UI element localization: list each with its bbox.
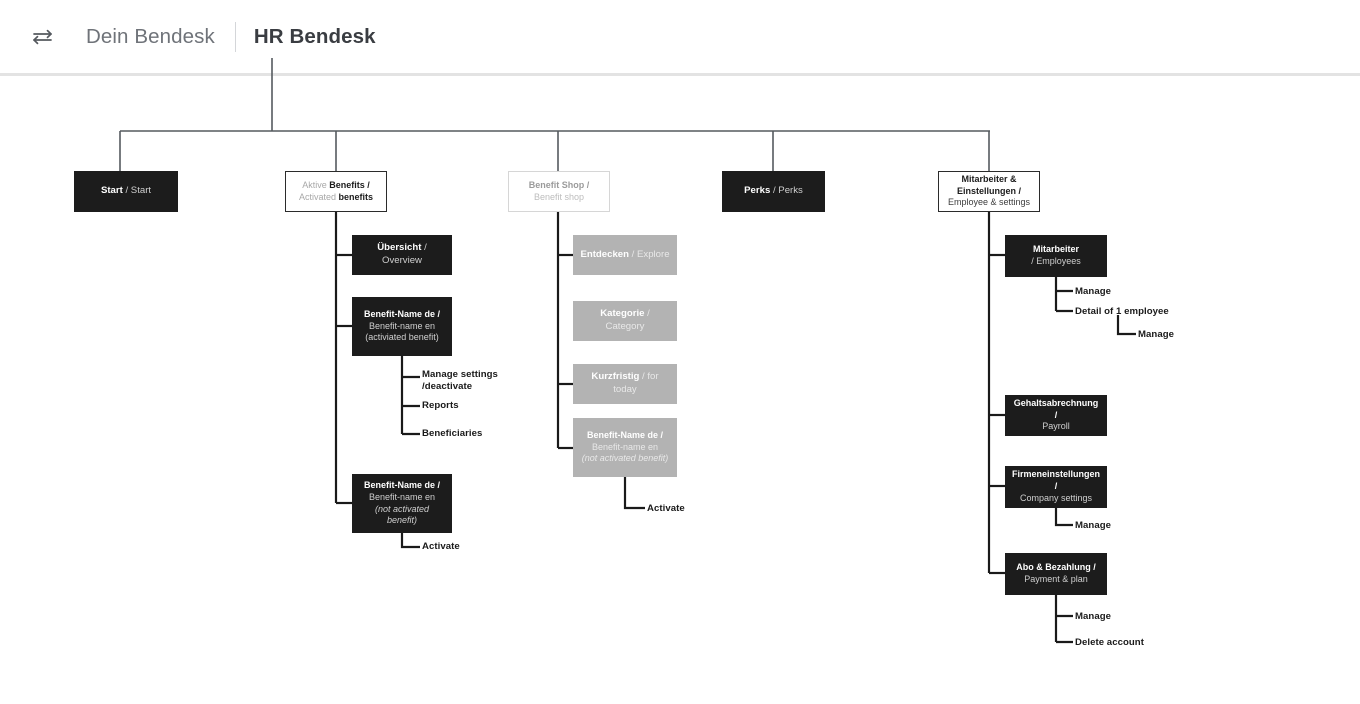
node-start-main: Start [100,185,123,197]
node-shop-benefit-not-activated[interactable]: Benefit-Name de / Benefit-name en (not a… [573,418,677,477]
node-mitarbeiter-line1: Mitarbeiter [1032,244,1079,255]
node-abo-bezahlung-line2: Payment & plan [1024,574,1088,584]
node-perks-sub: Perks [778,185,803,197]
node-shop-benefit-line1: Benefit-Name de / [586,429,664,440]
node-benefit-activated-line3: (activiated benefit) [365,332,439,343]
node-mitarbeiter-einstellungen-line2: Einstellungen / [956,185,1021,196]
node-entdecken-main: Entdecken [580,248,629,260]
node-kurzfristig-sub: for today [613,371,659,395]
node-benefit-activated-line2: Benefit-name en [368,320,436,331]
node-entdecken[interactable]: Entdecken / Explore [573,235,677,275]
node-aktive-benefits-line2-main: benefits [338,191,374,202]
swap-arrows-icon[interactable] [30,24,56,50]
node-aktive-benefits[interactable]: Aktive Benefits / Activated benefits [285,171,387,212]
node-mitarbeiter-einstellungen-line1: Mitarbeiter & [961,173,1017,184]
node-firmeneinstellungen-line2: Company settings [1019,492,1093,503]
leaf-manage-payment[interactable]: Manage [1075,611,1112,622]
node-uebersicht-sep: / [421,242,427,254]
node-start-sep: / [122,185,131,197]
node-mitarbeiter-line2: / Employees [1031,256,1081,266]
node-uebersicht-main: Übersicht [377,242,422,254]
node-aktive-benefits-line1-main: Benefits / [329,179,370,190]
node-start[interactable]: Start / Start [74,171,178,212]
node-entdecken-sep: / [629,248,637,260]
node-kurzfristig-sep: / [639,371,648,383]
node-gehaltsabrechnung[interactable]: Gehaltsabrechnung / Payroll [1005,395,1107,436]
node-abo-bezahlung[interactable]: Abo & Bezahlung / Payment & plan [1005,553,1107,595]
node-benefit-activated[interactable]: Benefit-Name de / Benefit-name en (activ… [352,297,452,356]
leaf-activate-benefits[interactable]: Activate [422,541,460,552]
node-benefit-not-activated[interactable]: Benefit-Name de / Benefit-name en (not a… [352,474,452,533]
node-start-sub: Start [130,185,152,197]
app-header: Dein Bendesk HR Bendesk [0,0,1360,74]
node-mitarbeiter-einstellungen[interactable]: Mitarbeiter & Einstellungen / Employee &… [938,171,1040,212]
leaf-delete-account[interactable]: Delete account [1075,637,1144,648]
node-kurzfristig[interactable]: Kurzfristig / for today [573,364,677,404]
node-firmeneinstellungen[interactable]: Firmeneinstellungen / Company settings [1005,466,1107,508]
node-kategorie-sub: Category [605,321,645,332]
leaf-reports[interactable]: Reports [422,400,459,411]
node-aktive-benefits-line1-pre: Aktive [302,179,330,190]
node-firmeneinstellungen-line1: Firmeneinstellungen / [1012,469,1101,492]
node-gehaltsabrechnung-line1: Gehaltsabrechnung / [1013,397,1099,420]
node-benefit-shop[interactable]: Benefit Shop / Benefit shop [508,171,610,212]
brand-hr-bendesk[interactable]: HR Bendesk [253,25,376,48]
node-perks[interactable]: Perks / Perks [722,171,825,212]
node-perks-main: Perks [744,185,771,197]
node-uebersicht-sub: Overview [382,255,422,266]
node-entdecken-sub: Explore [637,248,670,260]
node-abo-bezahlung-line1: Abo & Bezahlung / [1016,562,1096,573]
leaf-manage-employees[interactable]: Manage [1075,286,1112,297]
node-shop-benefit-line2: Benefit-name en [591,441,659,452]
node-uebersicht[interactable]: Übersicht / Overview [352,235,452,275]
node-shop-benefit-line3: (not activated benefit) [581,453,669,464]
node-kategorie[interactable]: Kategorie / Category [573,301,677,341]
node-aktive-benefits-line2-pre: Activated [298,191,339,202]
header-divider-rule [0,73,1360,76]
brand-divider [234,22,236,52]
leaf-beneficiaries[interactable]: Beneficiaries [422,428,483,439]
leaf-manage-company-settings[interactable]: Manage [1075,520,1112,531]
node-kurzfristig-main: Kurzfristig [591,371,640,383]
leaf-detail-of-1-employee[interactable]: Detail of 1 employee [1075,306,1169,317]
node-benefit-not-activated-line1: Benefit-Name de / [363,479,441,490]
leaf-manage-employee-detail[interactable]: Manage [1138,329,1175,340]
node-kategorie-sep: / [644,308,650,320]
node-gehaltsabrechnung-line2: Payroll [1042,421,1070,432]
leaf-manage-settings-deactivate[interactable]: Manage settings /deactivate [422,369,498,392]
brand-dein-bendesk[interactable]: Dein Bendesk [86,25,215,48]
node-benefit-not-activated-line3: (not activated benefit) [374,503,430,526]
node-benefit-not-activated-line2: Benefit-name en [368,491,436,502]
node-benefit-activated-line1: Benefit-Name de / [363,308,441,319]
node-perks-sep: / [770,185,779,197]
node-mitarbeiter-einstellungen-line3: Employee & settings [947,197,1031,208]
leaf-activate-shop[interactable]: Activate [647,503,685,514]
node-benefit-shop-line1: Benefit Shop / [528,179,590,190]
node-benefit-shop-line2: Benefit shop [533,191,585,202]
node-kategorie-main: Kategorie [600,308,645,320]
node-mitarbeiter[interactable]: Mitarbeiter / Employees [1005,235,1107,277]
